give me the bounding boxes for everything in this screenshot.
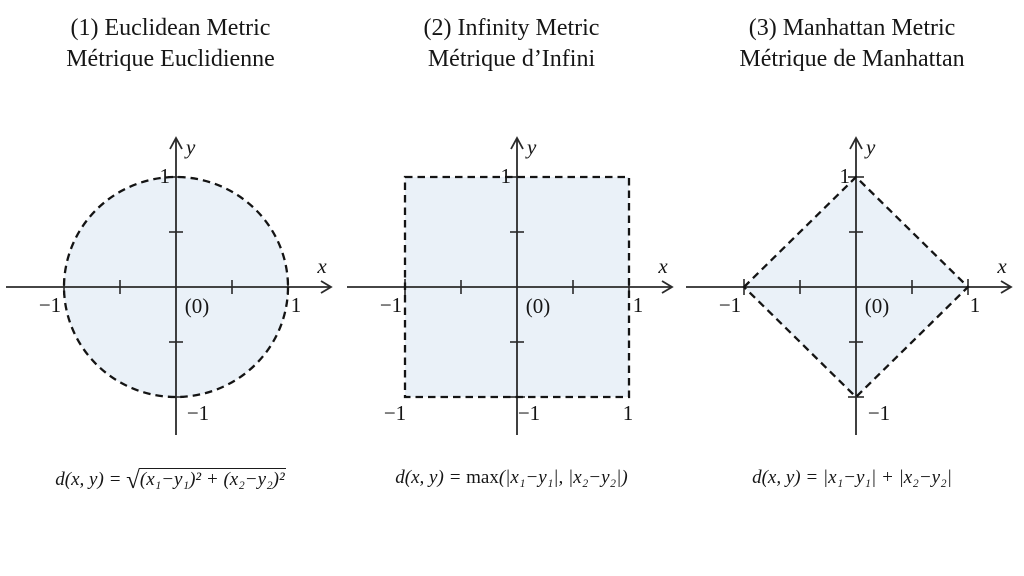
x-max-label: 1 <box>291 293 302 317</box>
unit-circle-outline <box>62 175 290 399</box>
panel-infinity-title: (2) Infinity Metric Métrique d’Infini <box>341 13 682 75</box>
manhattan-diagram: y x 1 −1 1 (0) −1 <box>686 135 1013 435</box>
formula-manhattan: d(x, y) = |x₁−y₁| + |x₂−y₂| <box>680 467 1024 489</box>
panel-euclidean: (1) Euclidean Metric Métrique Euclidienn… <box>0 0 341 576</box>
panel-manhattan: (3) Manhattan Metric Métrique de Manhatt… <box>680 0 1024 576</box>
unit-diamond-outline <box>742 175 970 399</box>
origin-label: (0) <box>185 294 210 318</box>
panel-title-en: (1) Euclidean Metric <box>70 15 271 41</box>
panel-infinity: (2) Infinity Metric Métrique d’Infini y … <box>341 0 682 576</box>
panel-title-fr: Métrique d’Infini <box>427 46 596 72</box>
origin-label: (0) <box>865 294 890 318</box>
formula-euclidean: d(x, y) = √(x₁−y₁)² + (x₂−y₂)² <box>0 467 341 495</box>
origin-label: (0) <box>526 294 551 318</box>
formula-infinity: d(x, y) = max(|x₁−y₁|, |x₂−y₂|) <box>341 467 682 489</box>
panel-title-fr: Métrique de Manhattan <box>739 46 965 72</box>
bottom-right-label: 1 <box>623 401 634 425</box>
x-min-label: −1 <box>380 293 402 317</box>
x-max-label: 1 <box>970 293 981 317</box>
x-axis-label: x <box>316 254 327 278</box>
panel-title-en: (3) Manhattan Metric <box>748 15 956 41</box>
formula-lhs: d(x, y) = <box>395 467 467 488</box>
y-axis-arrow-icon <box>169 136 183 150</box>
y-axis-arrow-icon <box>510 136 524 150</box>
y-min-label: −1 <box>868 401 890 425</box>
unit-square-outline <box>403 175 631 399</box>
y-max-label: 1 <box>501 164 512 188</box>
panel-euclidean-title: (1) Euclidean Metric Métrique Euclidienn… <box>0 13 341 75</box>
formula-rhs: |x₁−y₁| + |x₂−y₂| <box>822 467 952 488</box>
x-axis-label: x <box>996 254 1007 278</box>
panel-title-fr: Métrique Euclidienne <box>66 46 275 72</box>
x-axis-label: x <box>657 254 668 278</box>
y-axis-label: y <box>184 135 196 159</box>
y-max-label: 1 <box>840 164 851 188</box>
y-min-label: −1 <box>187 401 209 425</box>
x-min-label: −1 <box>39 293 61 317</box>
panel-title-en: (2) Infinity Metric <box>423 15 600 41</box>
x-axis-arrow-icon <box>320 280 333 294</box>
x-axis-arrow-icon <box>661 280 674 294</box>
panel-manhattan-title: (3) Manhattan Metric Métrique de Manhatt… <box>680 13 1024 75</box>
formula-radicand: (x₁−y₁)² + (x₂−y₂)² <box>138 468 286 490</box>
formula-lhs: d(x, y) = <box>55 469 127 490</box>
y-axis-label: y <box>525 135 537 159</box>
y-min-label: −1 <box>518 401 540 425</box>
formula-lhs: d(x, y) = <box>752 467 823 488</box>
sqrt-radical-icon: √ <box>126 467 140 494</box>
y-axis-label: y <box>864 135 876 159</box>
formula-args: (|x₁−y₁|, |x₂−y₂|) <box>498 467 628 488</box>
x-min-label: −1 <box>719 293 741 317</box>
max-operator: max <box>466 467 499 488</box>
y-axis-arrow-icon <box>849 136 863 150</box>
bottom-left-label: −1 <box>384 401 406 425</box>
y-max-label: 1 <box>160 164 171 188</box>
x-max-label: 1 <box>633 293 644 317</box>
x-axis-arrow-icon <box>1000 280 1013 294</box>
infinity-diagram: y x 1 −1 1 (0) −1 −1 1 <box>347 135 674 435</box>
euclidean-diagram: y x 1 −1 1 (0) −1 <box>6 135 333 435</box>
